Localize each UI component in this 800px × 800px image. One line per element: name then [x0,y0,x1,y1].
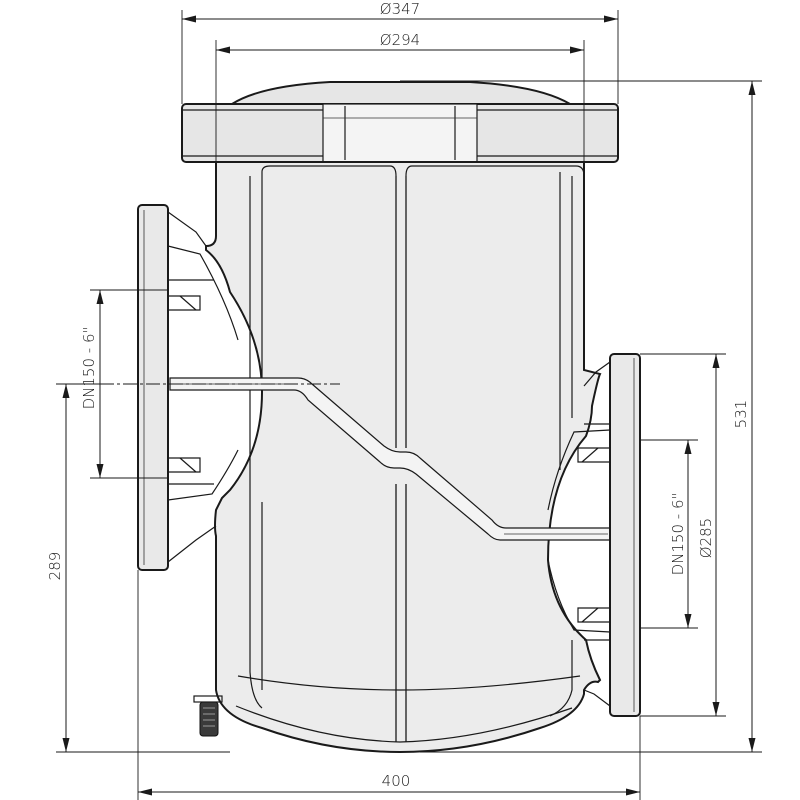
outlet-bolt-slot-lower [577,607,611,623]
inlet-bolt-slot-upper [167,295,201,311]
dimension-inlet-height: 289 [46,383,230,753]
inlet-flange [137,204,239,571]
outlet-nominal-value: DN150 - 6" [669,493,687,576]
cover-dome [228,81,574,105]
housing-body [169,161,611,754]
inlet-nominal-value: DN150 - 6" [80,327,98,410]
svg-text:Ø294: Ø294 [380,31,420,49]
inlet-bolt-slot-lower [167,457,201,473]
opening-diameter-value: 294 [392,31,421,49]
svg-text:Ø347: Ø347 [380,0,420,18]
dimension-cover-diameter: Ø347 [181,0,619,104]
dimension-overall-height: 531 [400,80,762,753]
overall-height-value: 531 [732,400,750,429]
dimension-overall-width: 400 [137,570,641,800]
flange-diameter-value: 285 [697,518,715,547]
cover-diameter-value: 347 [392,0,421,18]
cover-handle [322,103,478,163]
dimension-inlet-nominal: DN150 - 6" [80,289,168,479]
dimension-opening-diameter: Ø294 [215,31,585,162]
dimension-outlet-nominal: DN150 - 6" [640,439,698,629]
outlet-bolt-slot-upper [577,447,611,463]
svg-text:Ø285: Ø285 [697,518,715,558]
inlet-height-value: 289 [46,552,64,581]
outlet-flange [547,353,641,717]
inlet-flange-plate [137,204,169,571]
outlet-flange-plate [609,353,641,717]
overall-width-value: 400 [382,772,411,790]
diameter-symbol: Ø [380,0,392,18]
diameter-symbol: Ø [697,546,715,558]
dimension-flange-diameter: Ø285 [640,353,726,717]
drain-plug [193,695,223,737]
diameter-symbol: Ø [380,31,392,49]
cover [181,81,619,163]
